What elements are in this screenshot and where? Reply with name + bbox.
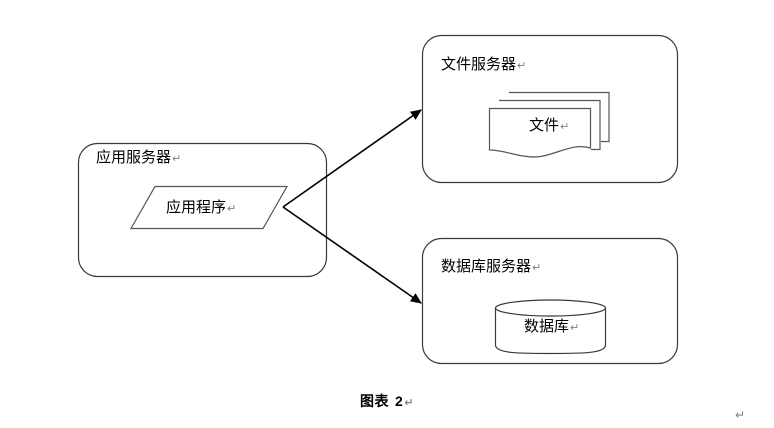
edge-app-to-db-server[interactable] <box>282 206 422 304</box>
pilcrow-icon: ↵ <box>570 322 580 334</box>
db-server-box[interactable] <box>421 237 679 365</box>
app-server-label: 应用服务器↵ <box>96 149 182 166</box>
figure-caption: 图表 2↵ <box>0 391 774 411</box>
app-server-box[interactable] <box>77 142 328 278</box>
database-cylinder-top <box>494 299 607 317</box>
file-label: 文件↵ <box>529 117 570 134</box>
end-paragraph-mark: ↵ <box>735 408 746 422</box>
db-server-label: 数据库服务器↵ <box>441 258 542 275</box>
pilcrow-icon: ↵ <box>404 397 414 409</box>
pilcrow-icon: ↵ <box>560 121 570 133</box>
pilcrow-icon: ↵ <box>517 60 527 72</box>
edge-app-to-file-server[interactable] <box>282 109 422 208</box>
caption-prefix: 图表 <box>359 393 389 409</box>
database-cylinder-body[interactable] <box>494 308 607 355</box>
file-server-box[interactable] <box>421 34 679 184</box>
app-program-shape[interactable] <box>129 185 289 230</box>
pilcrow-icon: ↵ <box>172 153 182 165</box>
pilcrow-icon: ↵ <box>532 262 542 274</box>
file-server-label: 文件服务器↵ <box>441 56 527 73</box>
app-program-label: 应用程序↵ <box>166 199 237 216</box>
file-sheet-front[interactable] <box>488 107 592 158</box>
pilcrow-icon: ↵ <box>227 203 237 215</box>
database-label: 数据库↵ <box>524 318 580 335</box>
caption-number: 2 <box>394 393 404 409</box>
